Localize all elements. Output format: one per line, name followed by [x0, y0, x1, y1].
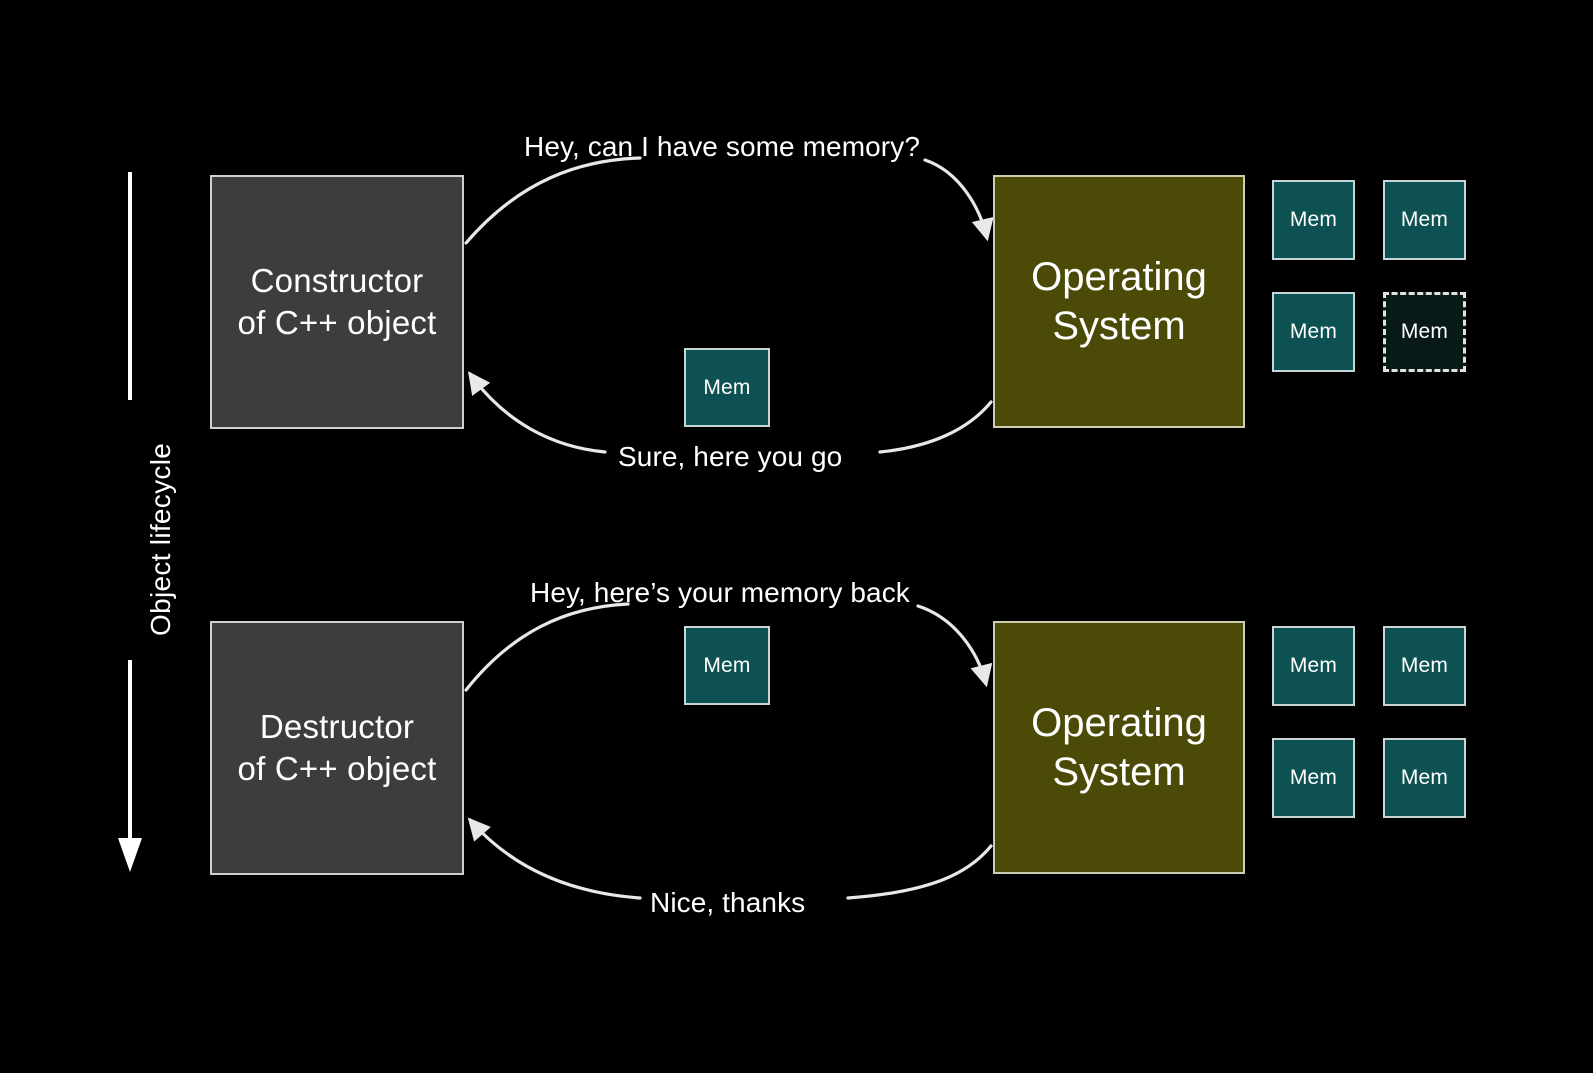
construct-request-label: Hey, can I have some memory?: [524, 131, 920, 162]
os-box-destruction[interactable]: Operating System: [993, 621, 1245, 874]
destruct-response-label: Nice, thanks: [650, 887, 806, 918]
os-box-construction[interactable]: Operating System: [993, 175, 1245, 428]
arrow-destruct-request-tail: [916, 604, 993, 688]
arrow-construct-request-tail: [923, 158, 994, 242]
mem-pool-destruct-slot-4[interactable]: Mem: [1383, 738, 1466, 818]
lifecycle-axis-arrowhead: [118, 838, 142, 872]
mem-pool-construct-slot-3[interactable]: Mem: [1272, 292, 1355, 372]
destructor-box[interactable]: Destructor of C++ object: [210, 621, 464, 875]
constructor-box[interactable]: Constructor of C++ object: [210, 175, 464, 429]
destruct-transit-mem-chip[interactable]: Mem: [684, 626, 770, 705]
mem-pool-destruct-slot-2[interactable]: Mem: [1383, 626, 1466, 706]
mem-pool-construct-slot-4-free[interactable]: Mem: [1383, 292, 1466, 372]
mem-pool-construct-slot-1[interactable]: Mem: [1272, 180, 1355, 260]
arrow-destruct-request: [464, 602, 630, 692]
mem-pool-destruct-slot-1[interactable]: Mem: [1272, 626, 1355, 706]
mem-pool-destruct-slot-3[interactable]: Mem: [1272, 738, 1355, 818]
arrow-construct-request: [464, 156, 642, 245]
arrow-destruct-response-tail: [846, 844, 993, 900]
lifecycle-axis-label: Object lifecycle: [145, 442, 176, 636]
construct-transit-mem-chip[interactable]: Mem: [684, 348, 770, 427]
construct-response-label: Sure, here you go: [618, 441, 843, 472]
arrow-destruct-response: [467, 817, 642, 900]
arrow-construct-response-tail: [878, 400, 993, 454]
destruct-request-label: Hey, here’s your memory back: [530, 577, 910, 608]
mem-pool-construct-slot-2[interactable]: Mem: [1383, 180, 1466, 260]
arrow-construct-response: [468, 371, 607, 454]
